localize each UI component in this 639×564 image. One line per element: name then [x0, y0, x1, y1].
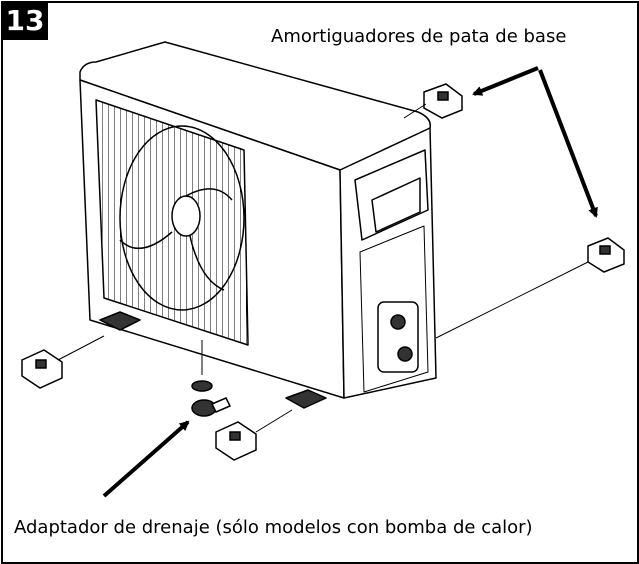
- arrow-icon: [102, 66, 598, 498]
- damper-pad-icon: [423, 83, 463, 119]
- damper-pad-icon: [21, 349, 63, 389]
- damper-pad-icon: [215, 421, 257, 461]
- damper-pad-icon: [587, 237, 625, 273]
- drain-adapter-icon: [191, 380, 232, 417]
- label-base-foot-dampers: Amortiguadores de pata de base: [271, 26, 567, 47]
- label-drain-adapter: Adaptador de drenaje (sólo modelos con b…: [14, 517, 533, 538]
- step-number-badge: 13: [2, 2, 48, 40]
- leader-lines: [57, 103, 589, 433]
- outdoor-unit-illustration: [79, 41, 437, 409]
